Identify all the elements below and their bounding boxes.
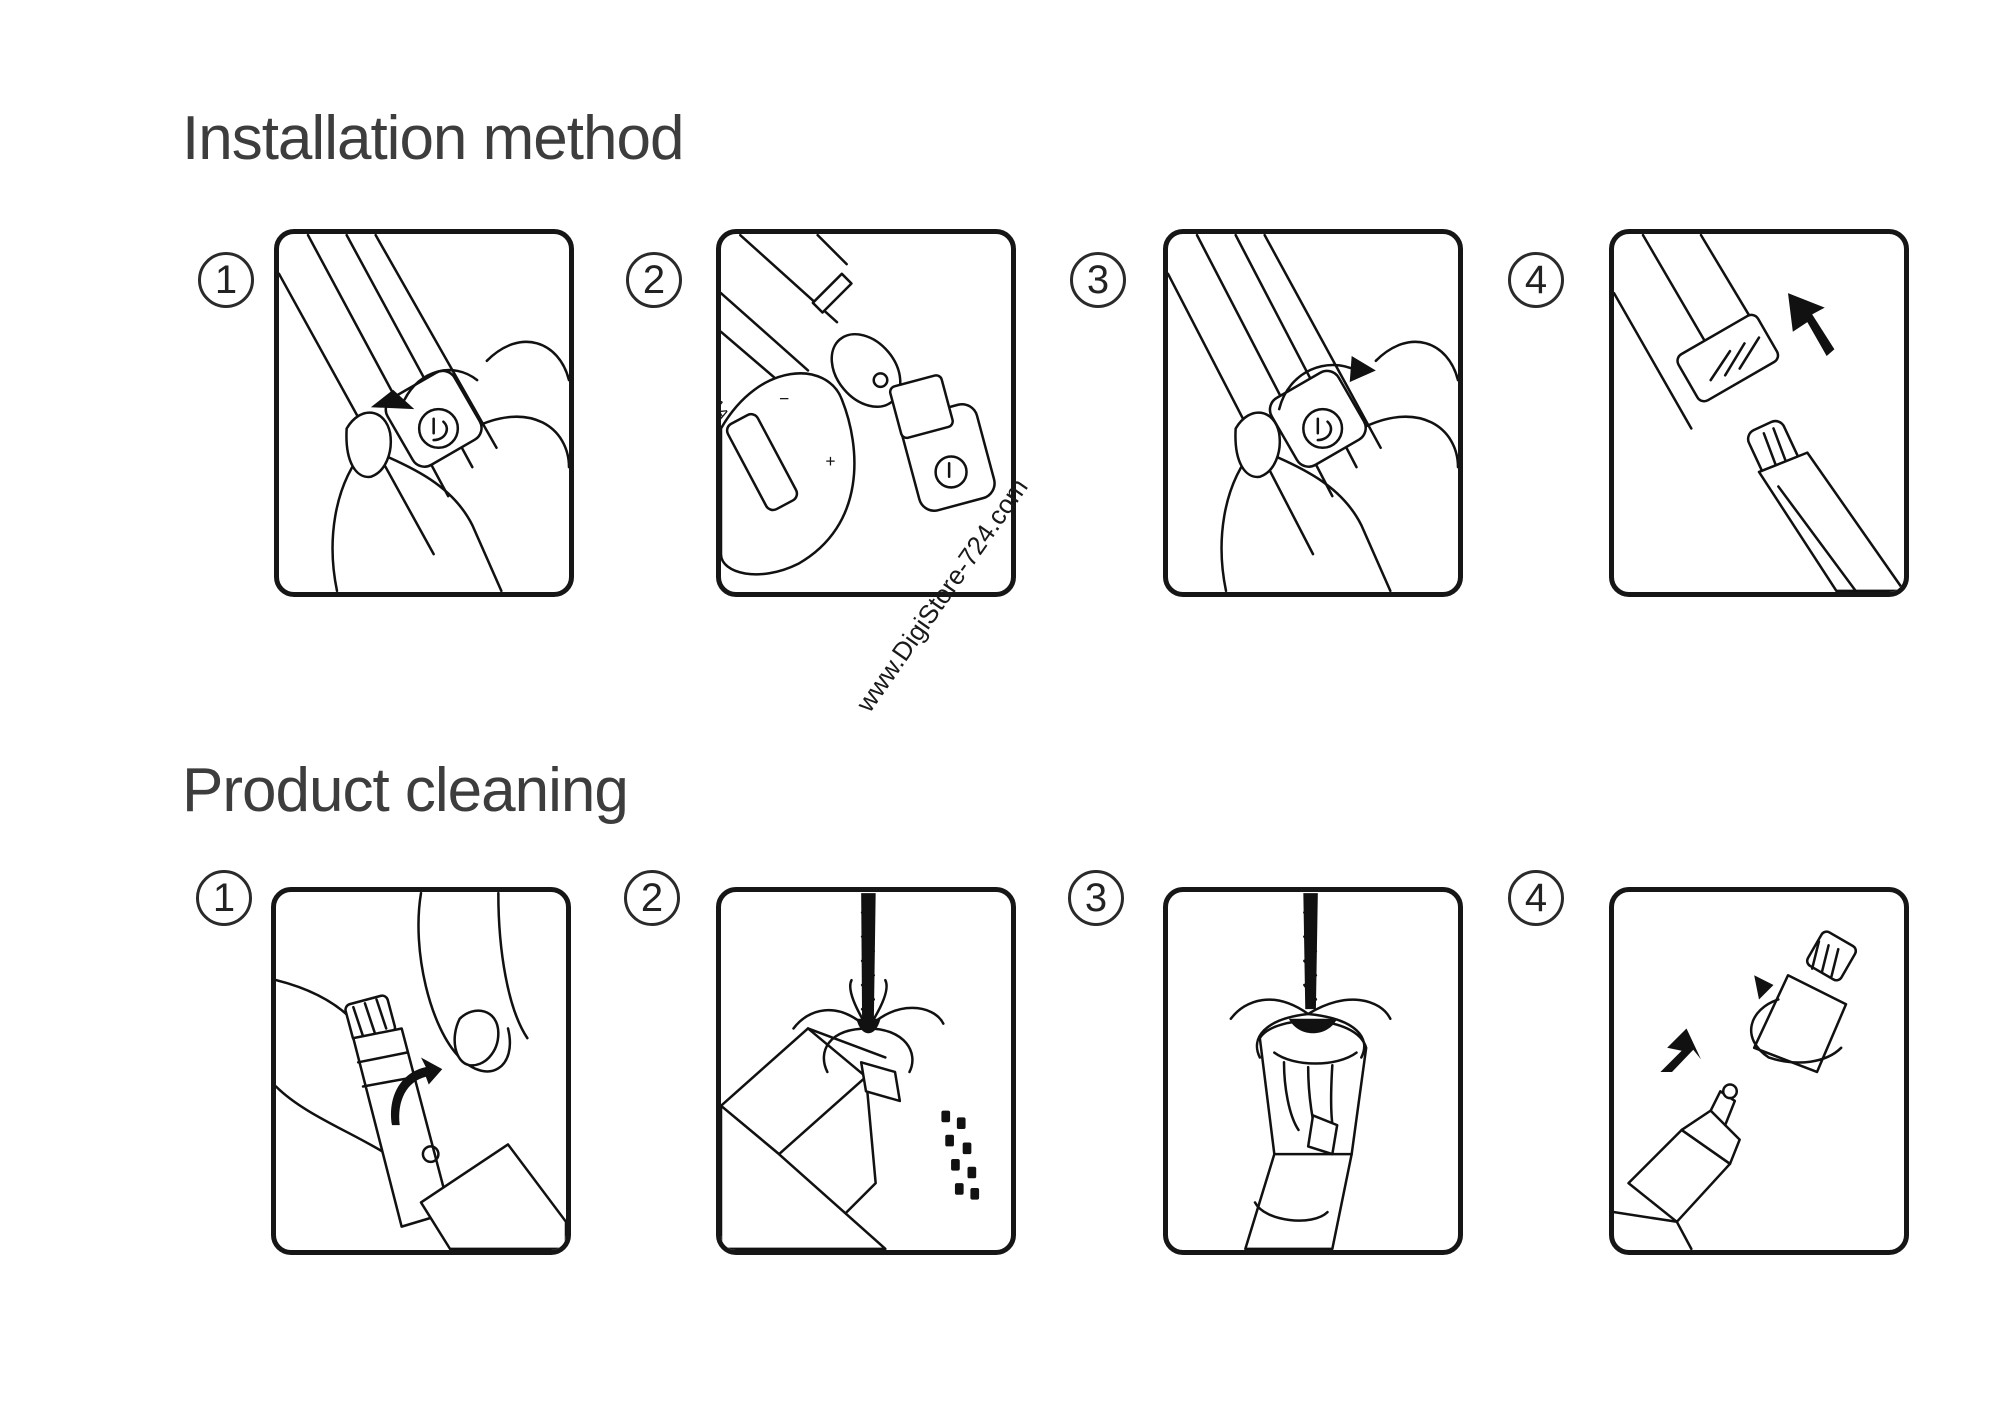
clean-step-2-panel (716, 887, 1016, 1255)
attach-trimmer-head-illustration (1614, 234, 1904, 592)
insert-aaa-battery-illustration: AAA − + (721, 234, 996, 576)
install-step-1-panel (274, 229, 574, 597)
battery-label: AAA (721, 387, 732, 423)
step-number-4: 4 (1508, 870, 1564, 926)
brush-blade-head-illustration (1229, 893, 1392, 1250)
step-number-1: 1 (198, 252, 254, 308)
turn-cap-counterclockwise-illustration (279, 234, 569, 592)
cleaning-title: Product cleaning (182, 756, 629, 825)
step-number-2: 2 (626, 252, 682, 308)
clean-step-3-panel (1163, 887, 1463, 1255)
twist-head-off-illustration (276, 892, 566, 1250)
reattach-head-illustration (1614, 930, 1858, 1250)
clean-step-4-panel (1609, 887, 1909, 1255)
step-number-3: 3 (1070, 252, 1126, 308)
install-step-2-panel: AAA − + (716, 229, 1016, 597)
step-number-2: 2 (624, 870, 680, 926)
clean-step-1-panel (271, 887, 571, 1255)
install-step-4-panel (1609, 229, 1909, 597)
step-number-4: 4 (1508, 252, 1564, 308)
installation-title: Installation method (182, 104, 684, 173)
step-number-1: 1 (196, 870, 252, 926)
battery-plus-sign: + (825, 451, 835, 471)
install-step-3-panel (1163, 229, 1463, 597)
brush-body-illustration (721, 893, 980, 1250)
battery-minus-sign: − (779, 388, 789, 408)
turn-cap-clockwise-illustration (1168, 234, 1458, 592)
step-number-3: 3 (1068, 870, 1124, 926)
